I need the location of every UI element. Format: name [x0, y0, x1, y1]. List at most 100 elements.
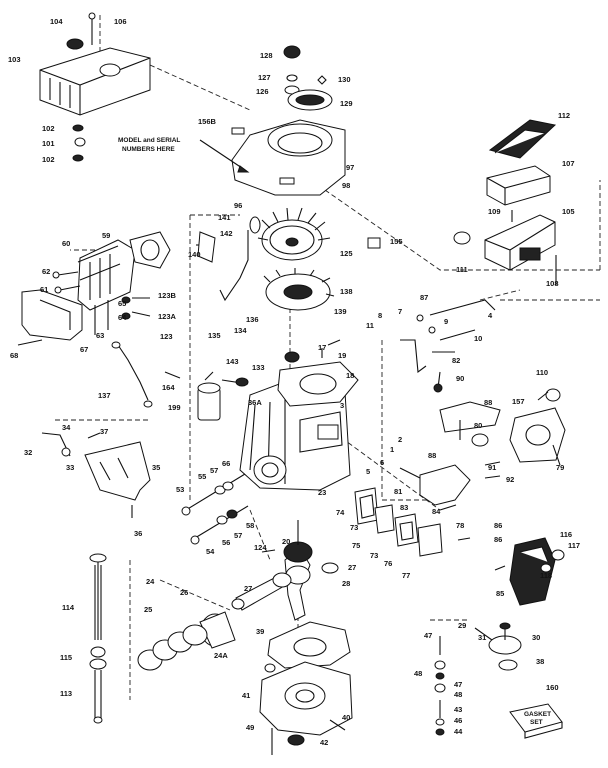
- callout: 61: [40, 285, 48, 294]
- callout: 88: [484, 398, 492, 407]
- valve-train: [181, 473, 249, 545]
- callout: 123B: [158, 291, 177, 300]
- callout: 102: [42, 155, 55, 164]
- piston-and-rings: [137, 611, 236, 671]
- callout: 31: [478, 633, 486, 642]
- callout: 73: [350, 523, 358, 532]
- callout: 117: [568, 541, 580, 550]
- callout: 142: [220, 229, 233, 238]
- callout: 124: [254, 543, 267, 552]
- callout-labels: 104 106 103 102 101 102 128 127 126 130 …: [8, 17, 580, 747]
- callout: 135: [208, 331, 221, 340]
- crankcase-cover: [259, 621, 353, 755]
- callout: 130: [338, 75, 351, 84]
- callout: 49: [246, 723, 254, 732]
- callout: 114: [62, 603, 75, 612]
- callout: 143: [226, 357, 239, 366]
- gasket-set-package: GASKET SET: [509, 703, 563, 739]
- callout: 58: [246, 521, 254, 530]
- callout: 66: [222, 459, 230, 468]
- callout: 73: [370, 551, 378, 560]
- callout: 105: [562, 207, 575, 216]
- callout: 26: [180, 588, 188, 597]
- callout: 47: [454, 680, 462, 689]
- callout: 43: [454, 705, 462, 714]
- callout: 57: [234, 531, 242, 540]
- callout: 1: [390, 445, 394, 454]
- callout: 27: [348, 563, 356, 572]
- oil-fill-tube: [89, 553, 107, 724]
- callout: 104: [50, 17, 63, 26]
- callout: 40: [342, 713, 350, 722]
- callout: 76: [384, 559, 392, 568]
- callout: 137: [98, 391, 111, 400]
- callout: 116: [560, 530, 572, 539]
- callout: 136: [246, 315, 259, 324]
- callout: 118: [540, 571, 552, 580]
- engine-block: [239, 339, 359, 491]
- connecting-rod: [231, 572, 292, 611]
- callout: 125: [340, 249, 353, 258]
- callout: 86: [494, 521, 502, 530]
- callout: 47: [424, 631, 432, 640]
- callout: 64: [118, 313, 127, 322]
- callout: 39: [256, 627, 264, 636]
- callout: 46: [454, 716, 462, 725]
- callout: 9: [444, 317, 448, 326]
- callout: 53: [176, 485, 184, 494]
- gasket-set-label-1: GASKET: [524, 711, 551, 718]
- callout: 3: [340, 401, 344, 410]
- callout: 80: [474, 421, 482, 430]
- callout: 112: [558, 111, 570, 120]
- carburetor-intake-left: [17, 231, 171, 408]
- callout: 25: [144, 605, 152, 614]
- callout: 140: [188, 250, 201, 259]
- callout: 86: [494, 535, 502, 544]
- callout: 37: [100, 427, 108, 436]
- callout: 24: [146, 577, 155, 586]
- carburetor-right: [399, 388, 566, 506]
- callout: 55: [198, 472, 206, 481]
- callout: 19: [338, 351, 346, 360]
- callout: 36: [134, 529, 142, 538]
- gasket-set-label-2: SET: [530, 719, 543, 726]
- callout: 138: [340, 287, 353, 296]
- callout: 11: [366, 321, 374, 330]
- model-serial-note-line1: MODEL and SERIAL: [118, 137, 180, 144]
- model-serial-note-line2: NUMBERS HERE: [122, 146, 175, 153]
- callout: 38: [536, 657, 544, 666]
- callout: 68: [10, 351, 18, 360]
- stop-switch-coil: [164, 371, 249, 421]
- callout: 57: [210, 466, 218, 475]
- callout: 7: [398, 307, 402, 316]
- callout: 123A: [158, 312, 177, 321]
- callout: 98: [342, 181, 350, 190]
- callout: 78: [456, 521, 464, 530]
- callout: 107: [562, 159, 575, 168]
- callout: 41: [242, 691, 250, 700]
- callout: 67: [80, 345, 88, 354]
- callout: 84: [432, 507, 441, 516]
- governor-linkage: [400, 299, 496, 393]
- callout: 79: [556, 463, 564, 472]
- callout: 85: [496, 589, 504, 598]
- callout: 44: [454, 727, 463, 736]
- callout: 87: [420, 293, 428, 302]
- callout: 6: [380, 458, 384, 467]
- callout: 102: [42, 124, 55, 133]
- callout: 48: [454, 690, 462, 699]
- callout: 126: [256, 87, 269, 96]
- callout: 24A: [214, 651, 228, 660]
- callout: 156B: [198, 117, 217, 126]
- callout: 17: [318, 343, 326, 352]
- callout: 123: [160, 332, 173, 341]
- callout: 160: [546, 683, 559, 692]
- callout: 5: [366, 467, 370, 476]
- callout: 10: [474, 334, 482, 343]
- oil-pump-parts: [434, 622, 522, 736]
- callout: 23: [318, 488, 326, 497]
- callout: 4: [488, 311, 493, 320]
- callout: 75: [352, 541, 360, 550]
- callout: 108: [546, 279, 559, 288]
- callout: 199: [168, 403, 181, 412]
